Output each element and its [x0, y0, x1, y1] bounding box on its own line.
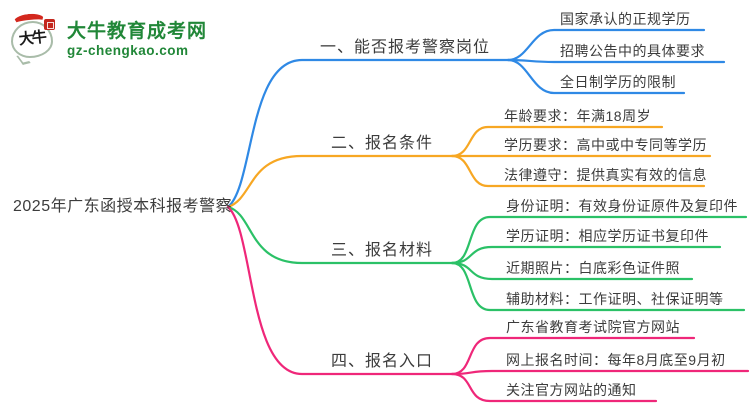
logo-icon-chars: 大牛 [18, 29, 46, 49]
logo-seal-icon [44, 19, 55, 30]
logo-bull-bubble-icon: 大牛 [10, 12, 58, 65]
branch-3-child-4: 辅助材料：工作证明、社保证明等 [506, 291, 724, 307]
branch-1-child-2: 招聘公告中的具体要求 [560, 43, 705, 59]
branch-4-child-3-line [450, 372, 658, 403]
mindmap-root-node: 2025年广东函授本科报考警察 [13, 198, 233, 215]
branch-2-trunk-line [226, 154, 454, 209]
branch-2-child-2: 学历要求：高中或中专同等学历 [504, 137, 707, 153]
site-url: gz-chengkao.com [67, 43, 189, 58]
branch-1-child-2-line [506, 58, 726, 64]
branch-1-child-3: 全日制学历的限制 [560, 74, 676, 90]
branch-3-child-2: 学历证明：相应学历证书复印件 [506, 228, 709, 244]
branch-1-label: 一、能否报考警察岗位 [319, 39, 490, 56]
branch-1-child-3-line [506, 58, 686, 95]
branch-4-child-1: 广东省教育考试院官方网站 [506, 319, 680, 335]
branch-4-child-2-line [450, 369, 750, 376]
branch-4-child-3: 关注官方网站的通知 [506, 382, 637, 398]
branch-3-child-1: 身份证明：有效身份证原件及复印件 [506, 198, 738, 214]
branch-3-child-3: 近期照片：白底彩色证件照 [506, 260, 680, 276]
branch-3-child-1-line [450, 215, 748, 265]
site-name: 大牛教育成考网 [67, 21, 208, 42]
branch-3-trunk-line [226, 205, 454, 265]
branch-3-label: 三、报名材料 [330, 242, 433, 259]
site-logo[interactable]: 大牛 大牛教育成考网 gz-chengkao.com [10, 12, 208, 65]
branch-2-child-3: 法律遵守：提供真实有效的信息 [504, 167, 707, 183]
branch-2-child-1: 年龄要求：年满18周岁 [504, 108, 652, 124]
branch-1-trunk-line [226, 58, 510, 209]
branch-1-child-1-line [506, 28, 706, 62]
branch-4-child-2: 网上报名时间：每年8月底至9月初 [506, 352, 726, 368]
branch-1-child-1: 国家承认的正规学历 [560, 11, 691, 27]
branch-3-child-4-line [450, 261, 746, 312]
branch-2-child-3-line [450, 154, 706, 188]
branch-4-label: 四、报名入口 [330, 353, 433, 370]
branch-4-child-1-line [450, 336, 696, 376]
branch-2-label: 二、报名条件 [330, 135, 433, 152]
branch-4-trunk-line [226, 205, 454, 376]
